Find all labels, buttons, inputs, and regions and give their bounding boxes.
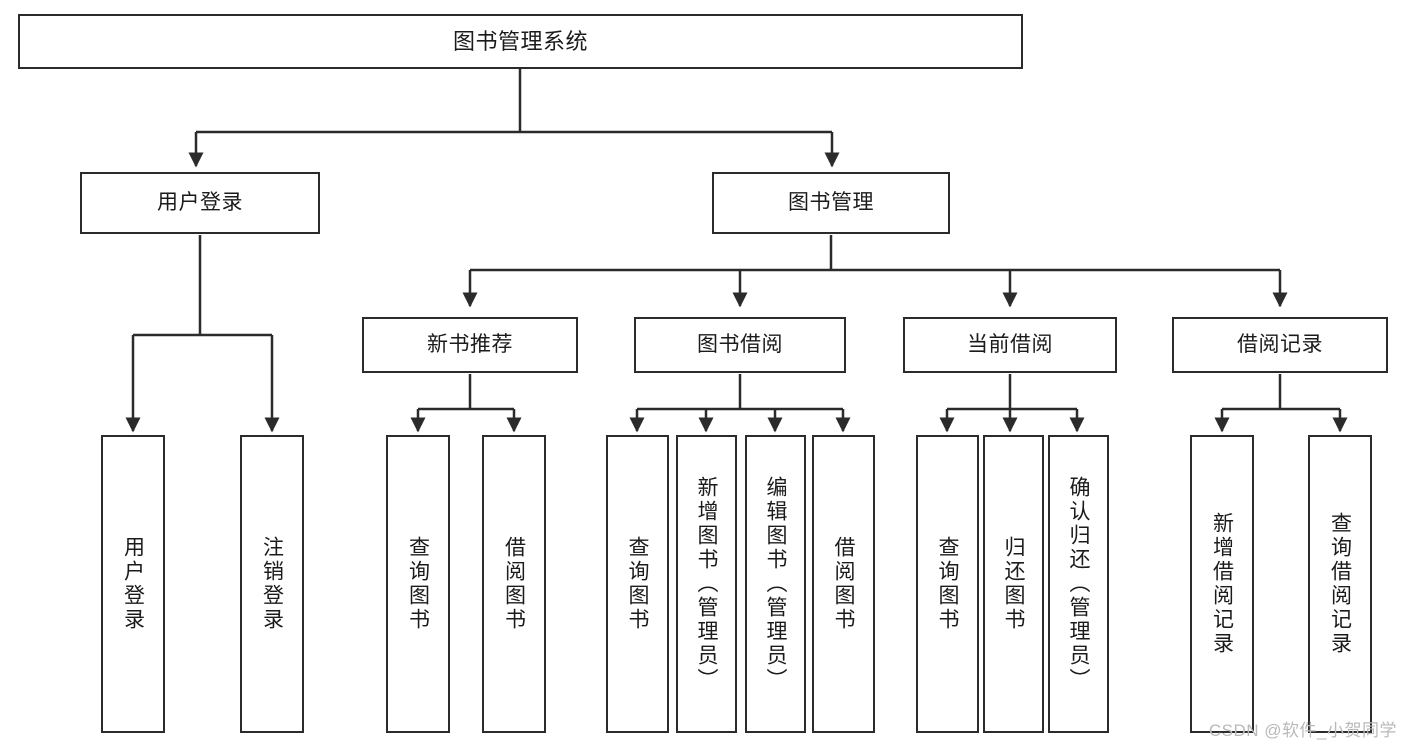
node-label: 借阅记录	[1237, 332, 1323, 356]
node-label: 查询借阅记录	[1328, 512, 1352, 656]
node-label: 查询图书	[626, 536, 649, 632]
node-current-borrowing[interactable]: 当前借阅	[903, 317, 1117, 373]
node-book-management[interactable]: 图书管理	[712, 172, 950, 234]
node-label: 归还图书	[1002, 536, 1025, 632]
leaf-query-book-borrow[interactable]: 查询图书	[606, 435, 669, 733]
leaf-query-book-new[interactable]: 查询图书	[386, 435, 450, 733]
watermark-text: CSDN @软件_小贺同学	[1208, 721, 1397, 740]
leaf-user-login[interactable]: 用户登录	[101, 435, 165, 733]
leaf-edit-book-admin[interactable]: 编辑图书（管理员）	[745, 435, 806, 733]
node-label: 注销登录	[260, 536, 284, 632]
node-label: 图书借阅	[697, 332, 783, 356]
leaf-add-borrow-record[interactable]: 新增借阅记录	[1190, 435, 1254, 733]
node-new-book-recommendation[interactable]: 新书推荐	[362, 317, 578, 373]
node-borrowing-records[interactable]: 借阅记录	[1172, 317, 1388, 373]
leaf-query-book-current[interactable]: 查询图书	[916, 435, 979, 733]
leaf-logout[interactable]: 注销登录	[240, 435, 304, 733]
leaf-confirm-return-admin[interactable]: 确认归还（管理员）	[1048, 435, 1109, 733]
node-label: 用户登录	[121, 536, 145, 632]
leaf-borrow-book[interactable]: 借阅图书	[812, 435, 875, 733]
node-label: 新书推荐	[427, 332, 513, 356]
node-label: 编辑图书（管理员）	[764, 476, 787, 692]
node-label: 借阅图书	[502, 536, 526, 632]
node-label: 借阅图书	[832, 536, 855, 632]
node-label: 新增借阅记录	[1210, 512, 1234, 656]
node-user-login[interactable]: 用户登录	[80, 172, 320, 234]
node-label: 查询图书	[936, 536, 959, 632]
node-label: 图书管理	[788, 190, 874, 214]
leaf-return-book[interactable]: 归还图书	[983, 435, 1044, 733]
node-book-management-system[interactable]: 图书管理系统	[18, 14, 1023, 69]
node-label: 图书管理系统	[452, 28, 588, 54]
node-label: 用户登录	[157, 190, 243, 214]
node-label: 当前借阅	[967, 332, 1053, 356]
leaf-add-book-admin[interactable]: 新增图书（管理员）	[676, 435, 737, 733]
node-label: 新增图书（管理员）	[695, 476, 718, 692]
node-label: 确认归还（管理员）	[1067, 476, 1090, 692]
node-label: 查询图书	[406, 536, 430, 632]
node-book-borrowing[interactable]: 图书借阅	[634, 317, 846, 373]
leaf-query-borrow-record[interactable]: 查询借阅记录	[1308, 435, 1372, 733]
leaf-borrow-book-new[interactable]: 借阅图书	[482, 435, 546, 733]
